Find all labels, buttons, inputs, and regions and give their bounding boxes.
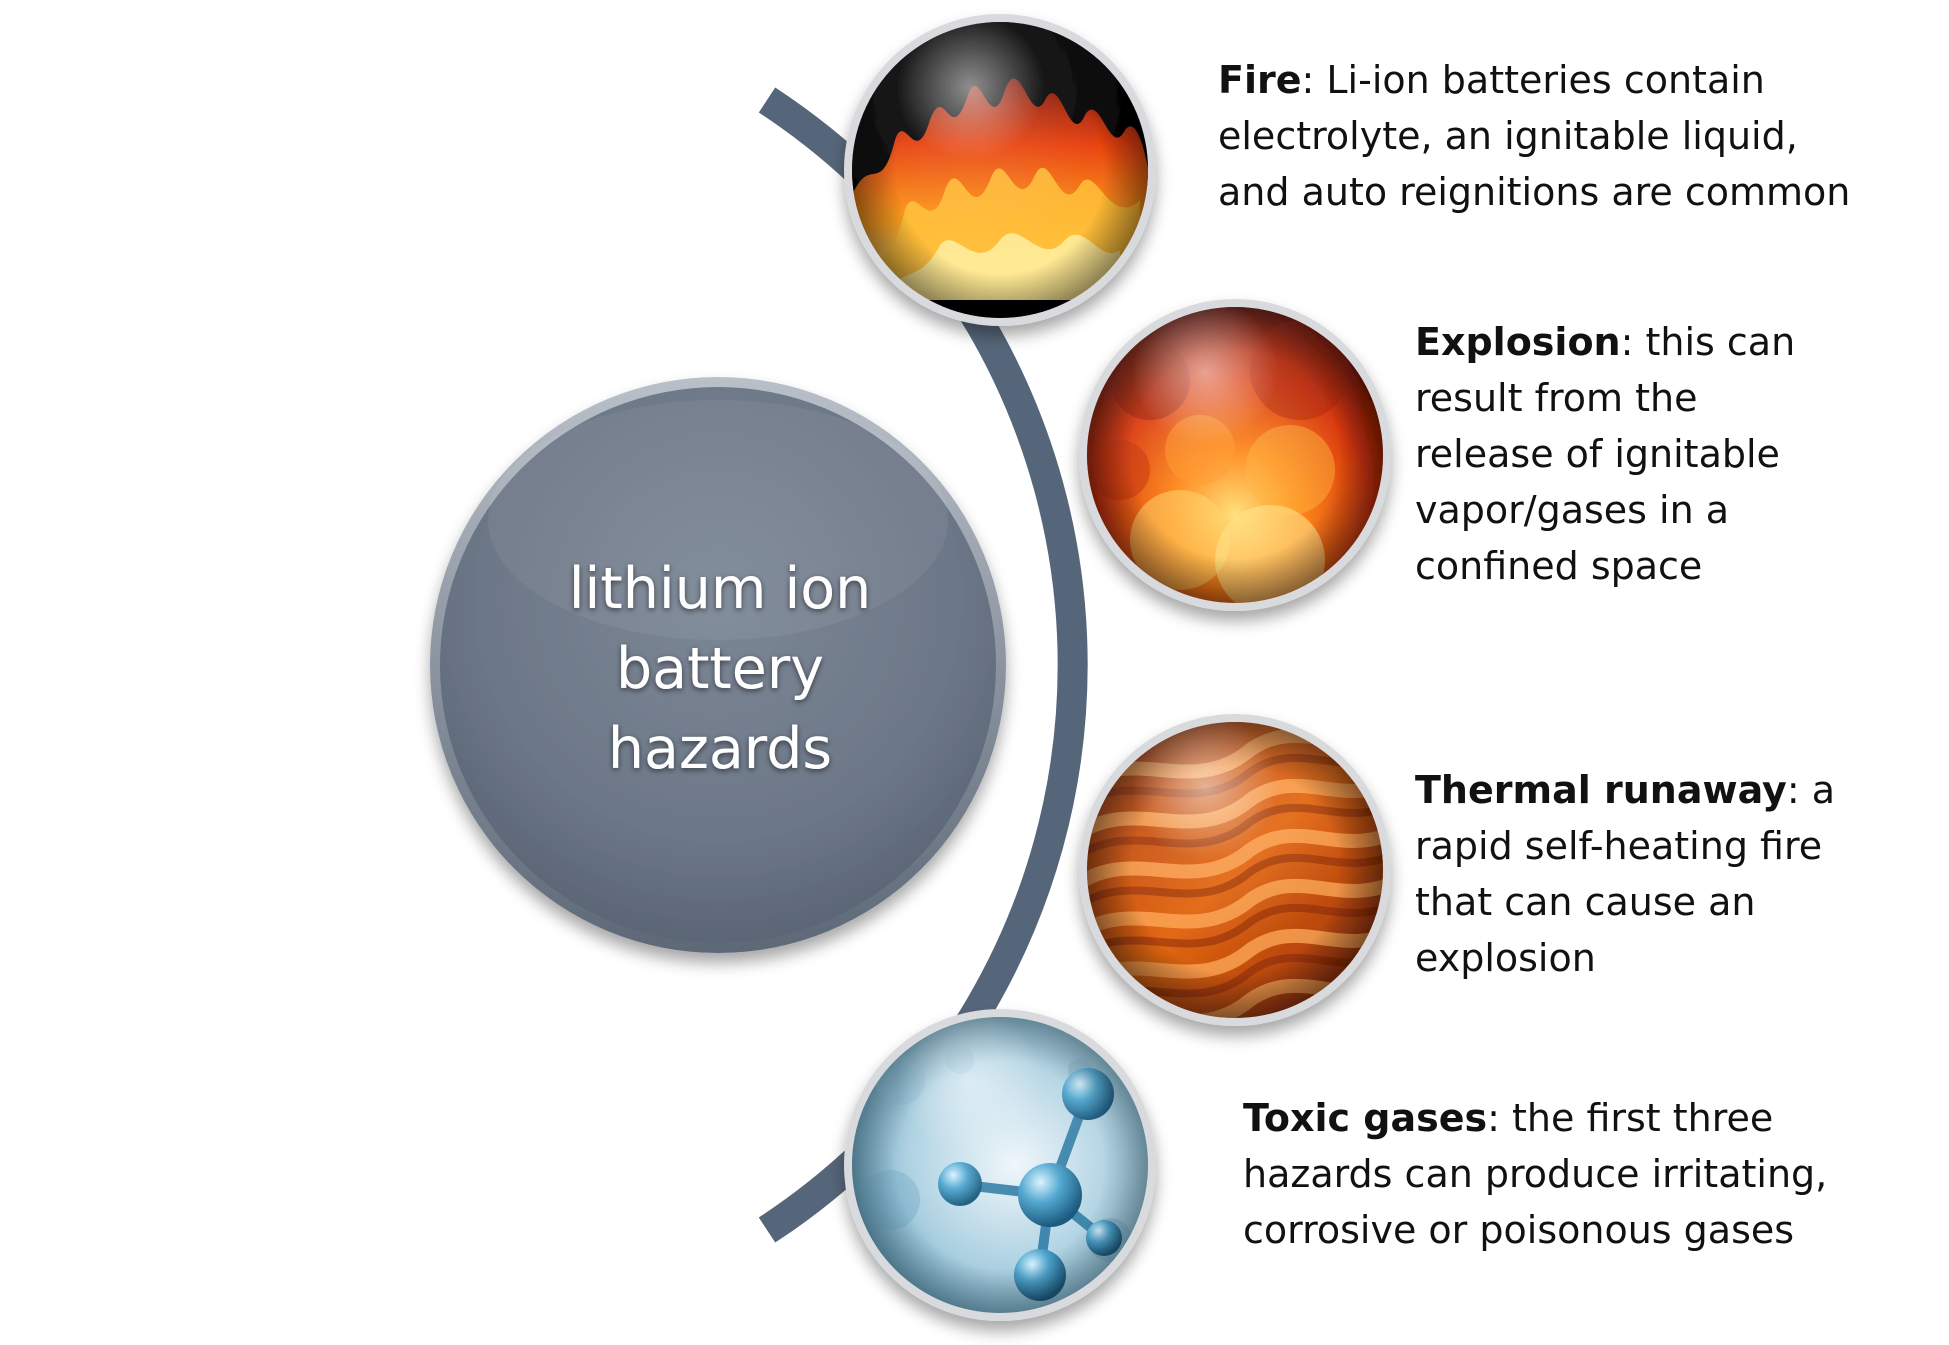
molecule-icon xyxy=(844,1009,1156,1321)
hub-label-line-3: hazards xyxy=(608,716,832,782)
hazard-fire-description: : Li-ion batteries contain electrolyte, … xyxy=(1218,58,1851,214)
hazard-toxic-gases-term: Toxic gases xyxy=(1243,1096,1488,1140)
hazard-fire-term: Fire xyxy=(1218,58,1302,102)
heat-waves-icon xyxy=(1079,714,1391,1026)
hazard-explosion-term: Explosion xyxy=(1415,320,1621,364)
flames-icon xyxy=(844,14,1156,326)
hazard-explosion-text: Explosion: this can result from the rele… xyxy=(1415,314,1835,594)
hub-label-line-1: lithium ion xyxy=(569,556,872,622)
explosion-icon xyxy=(1079,299,1391,611)
hazard-toxic-gases-description: : the first three hazards can produce ir… xyxy=(1243,1096,1828,1252)
hub-label-line-2: battery xyxy=(616,636,824,702)
hazard-thermal-runaway-term: Thermal runaway xyxy=(1415,768,1787,812)
hazard-fire-text: Fire: Li-ion batteries contain electroly… xyxy=(1218,52,1858,220)
hazard-thermal-runaway-description: : a rapid self-heating fire that can cau… xyxy=(1415,768,1835,980)
hub-circle xyxy=(430,377,1006,953)
hazard-toxic-gases-text: Toxic gases: the first three hazards can… xyxy=(1243,1090,1913,1258)
hub-label: lithium ion battery hazards xyxy=(569,556,872,782)
hazard-explosion-description: : this can result from the release of ig… xyxy=(1415,320,1796,588)
hazard-thermal-runaway-text: Thermal runaway: a rapid self-heating fi… xyxy=(1415,762,1835,986)
